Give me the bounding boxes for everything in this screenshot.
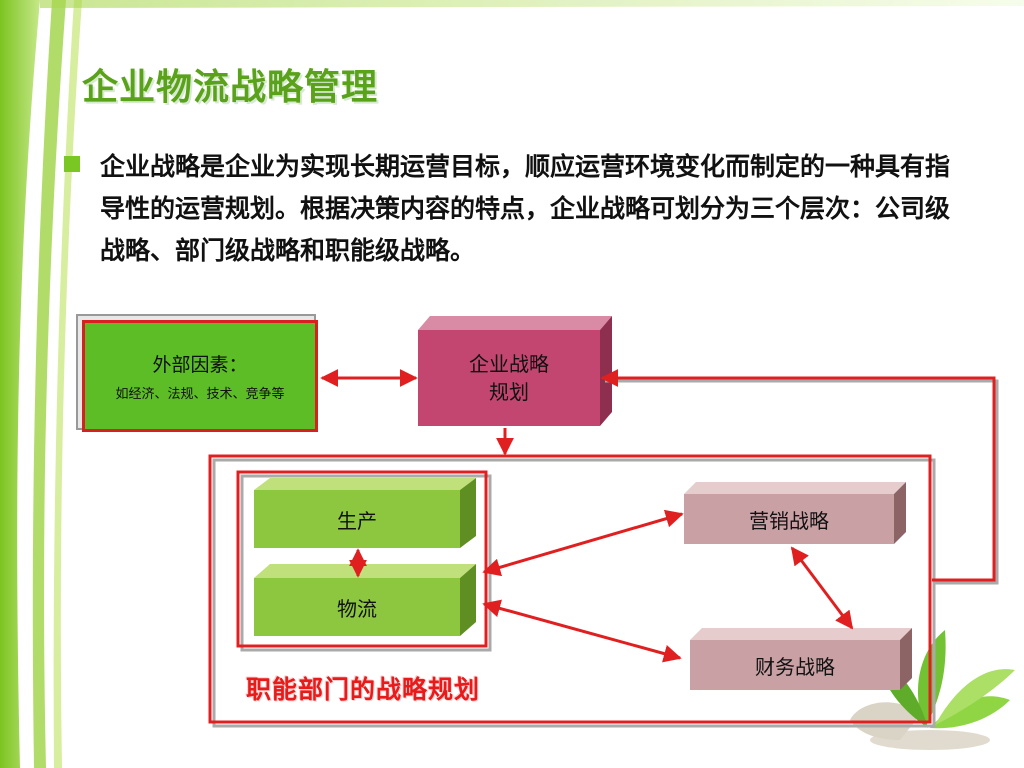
body-paragraph: 企业战略是企业为实现长期运营目标，顺应运营环境变化而制定的一种具有指导性的运营规…	[100, 152, 951, 265]
logistics-finance-arrow	[482, 599, 682, 663]
logistics-box-3d	[254, 564, 476, 636]
external-factors-box: 外部因素： 如经济、法规、技术、竞争等	[82, 320, 318, 432]
finance-box-3d	[690, 628, 912, 690]
functional-frame	[208, 454, 932, 724]
corporate-strategy-line1: 企业战略	[469, 352, 549, 376]
external-factors-detail: 如经济、法规、技术、竞争等	[115, 387, 285, 402]
production-box: 生产	[337, 508, 377, 533]
marketing-strategy-box: 营销战略	[749, 508, 829, 533]
functional-frame-shadow	[212, 458, 936, 728]
finance-strategy-box: 财务战略	[755, 654, 835, 679]
marketing-box-3d	[684, 482, 906, 544]
production-box-3d	[254, 478, 476, 548]
corporate-strategy-box: 企业战略 规划	[418, 330, 600, 426]
bullet-square-icon	[64, 156, 80, 172]
corporate-strategy-line2: 规划	[489, 380, 529, 404]
functional-strategy-label: 职能部门的战略规划	[246, 675, 481, 704]
feedback-loop-arrow	[600, 369, 996, 582]
page-title: 企业物流战略管理	[82, 67, 379, 108]
logistics-box: 物流	[337, 596, 377, 621]
corporate-strategy-box-3d	[418, 316, 612, 426]
marketing-finance-arrow	[790, 546, 854, 630]
logistics-marketing-arrow	[482, 509, 684, 577]
external-factors-title: 外部因素：	[152, 354, 248, 376]
